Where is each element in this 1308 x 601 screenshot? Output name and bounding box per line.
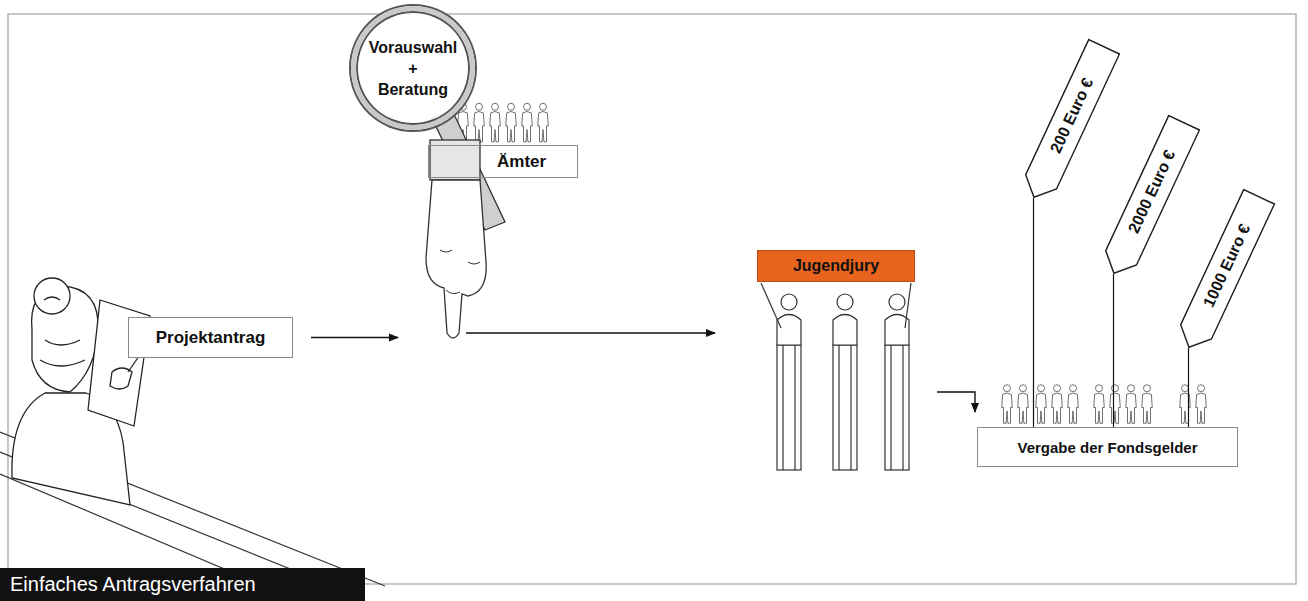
- recipients: [1002, 385, 1207, 424]
- connector-line: [1188, 348, 1189, 427]
- office-box: Ämter: [428, 145, 578, 178]
- node-label: Vorauswahl + Beratung: [358, 37, 468, 100]
- frame: [8, 14, 1296, 584]
- office-staff: [458, 103, 549, 142]
- tag-outline: [1019, 40, 1120, 205]
- process-box: Vergabe der Fondsgelder: [977, 427, 1238, 467]
- applicant-figure: [12, 278, 150, 505]
- node-label: Jugendjury: [793, 257, 879, 275]
- node-label: Projektantrag: [156, 328, 266, 348]
- caption-text: Einfaches Antragsverfahren: [0, 573, 256, 595]
- flow-arrow: [466, 332, 715, 333]
- magnifier-lens: Vorauswahl + Beratung: [351, 6, 475, 130]
- caption-bar: Einfaches Antragsverfahren: [0, 568, 365, 601]
- connector-line: [1113, 274, 1114, 427]
- jury-figures: [761, 283, 911, 470]
- tag-outline: [1099, 116, 1200, 281]
- amount-tag: 1000 Euro €: [1172, 188, 1276, 355]
- node-label: Vergabe der Fondsgelder: [1017, 439, 1197, 456]
- flow-arrow: [937, 392, 975, 412]
- jury-banner: Jugendjury: [757, 250, 915, 282]
- node-label: Ämter: [497, 152, 546, 172]
- flow-arrow: [311, 337, 398, 338]
- amount-tag: 200 Euro €: [1017, 38, 1121, 205]
- connector-line: [1033, 198, 1034, 427]
- process-box: Projektantrag: [128, 317, 293, 358]
- tag-outline: [1174, 190, 1275, 355]
- amount-tag: 2000 Euro €: [1097, 114, 1201, 281]
